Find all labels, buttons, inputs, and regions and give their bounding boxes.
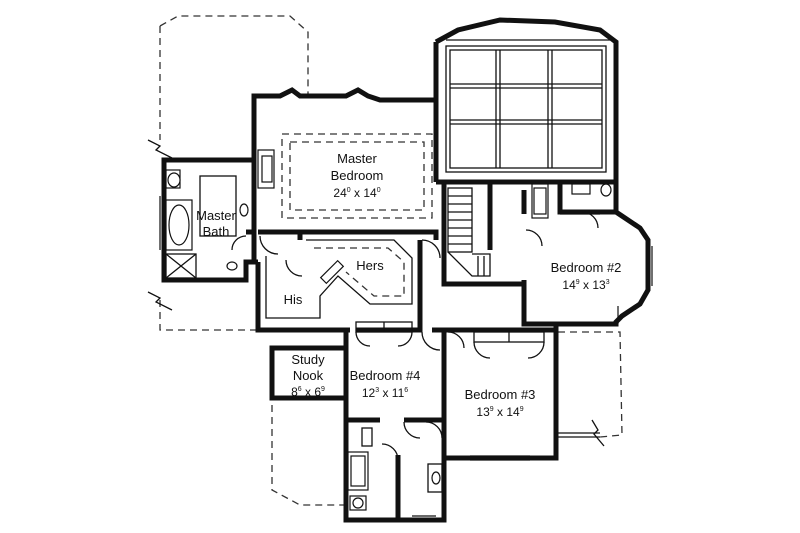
master-bath-label: Master bbox=[196, 208, 236, 223]
wardrobes bbox=[355, 321, 545, 343]
tray-ceiling bbox=[281, 133, 433, 219]
walk-in-closet bbox=[265, 239, 413, 319]
study-nook-dimensions: 86 x 69 bbox=[291, 385, 325, 399]
bedroom2-label: Bedroom #2 bbox=[551, 260, 622, 275]
exterior-walls bbox=[161, 17, 651, 523]
fireplace bbox=[257, 149, 275, 189]
bedroom4-dimensions: 123 x 116 bbox=[362, 386, 408, 400]
bath2-fixtures bbox=[531, 183, 612, 219]
hers-closet-label: Hers bbox=[356, 258, 384, 273]
his-closet-label: His bbox=[284, 292, 303, 307]
study-nook-label-2: Nook bbox=[293, 368, 324, 383]
study-nook-label: Study bbox=[291, 352, 325, 367]
master-bath-fixtures bbox=[165, 169, 249, 279]
bedroom3-dimensions: 139 x 149 bbox=[476, 405, 523, 419]
master-bedroom-label: Master bbox=[337, 151, 377, 166]
master-bedroom-label-2: Bedroom bbox=[331, 168, 384, 183]
open-to-below-grid bbox=[445, 45, 607, 173]
bath3-fixtures bbox=[347, 427, 443, 511]
staircase bbox=[447, 187, 491, 277]
bedroom4-label: Bedroom #4 bbox=[350, 368, 421, 383]
bedroom3-label: Bedroom #3 bbox=[465, 387, 536, 402]
master-bath-label-2: Bath bbox=[203, 224, 230, 239]
interior-walls bbox=[246, 100, 616, 520]
bedroom2-dimensions: 149 x 133 bbox=[562, 278, 609, 292]
doors bbox=[231, 211, 599, 461]
deck-outlines bbox=[159, 15, 623, 506]
break-lines bbox=[147, 139, 605, 447]
master-bedroom-dimensions: 240 x 140 bbox=[333, 186, 380, 200]
room-labels: Master Bedroom 240 x 140 Master Bath Her… bbox=[196, 151, 621, 419]
windows bbox=[159, 39, 653, 521]
